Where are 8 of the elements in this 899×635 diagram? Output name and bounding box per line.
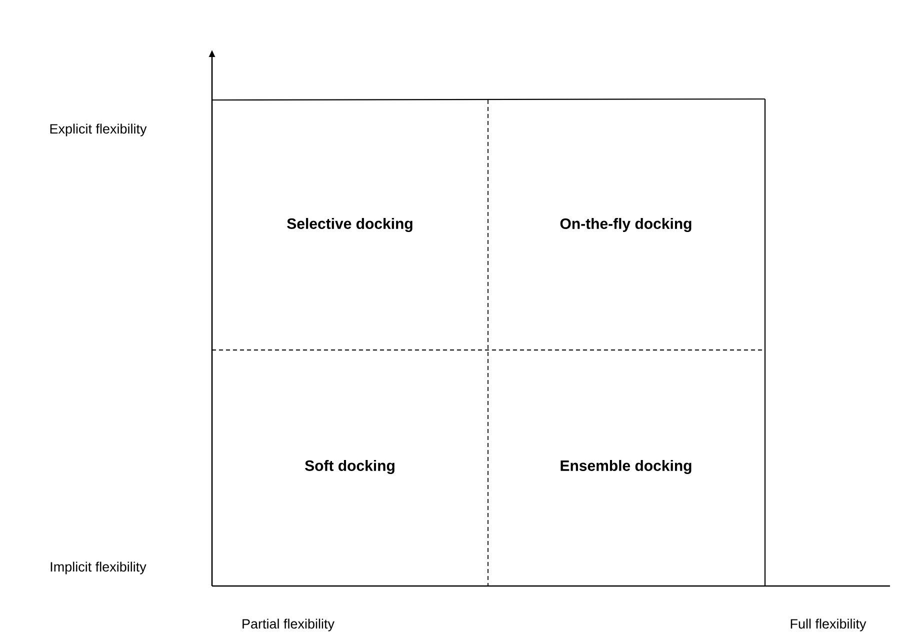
axis-label: Partial flexibility xyxy=(242,618,334,632)
axis-label: Full flexibility xyxy=(790,618,866,632)
quadrant-label: Selective docking xyxy=(287,218,412,232)
quadrant-label: Soft docking xyxy=(305,460,394,474)
quadrant-label: Ensemble docking xyxy=(560,460,692,474)
axis-label: Implicit flexibility xyxy=(50,562,146,574)
quadrant-label: On-the-fly docking xyxy=(560,218,692,232)
axis-label: Explicit flexibility xyxy=(50,124,147,136)
